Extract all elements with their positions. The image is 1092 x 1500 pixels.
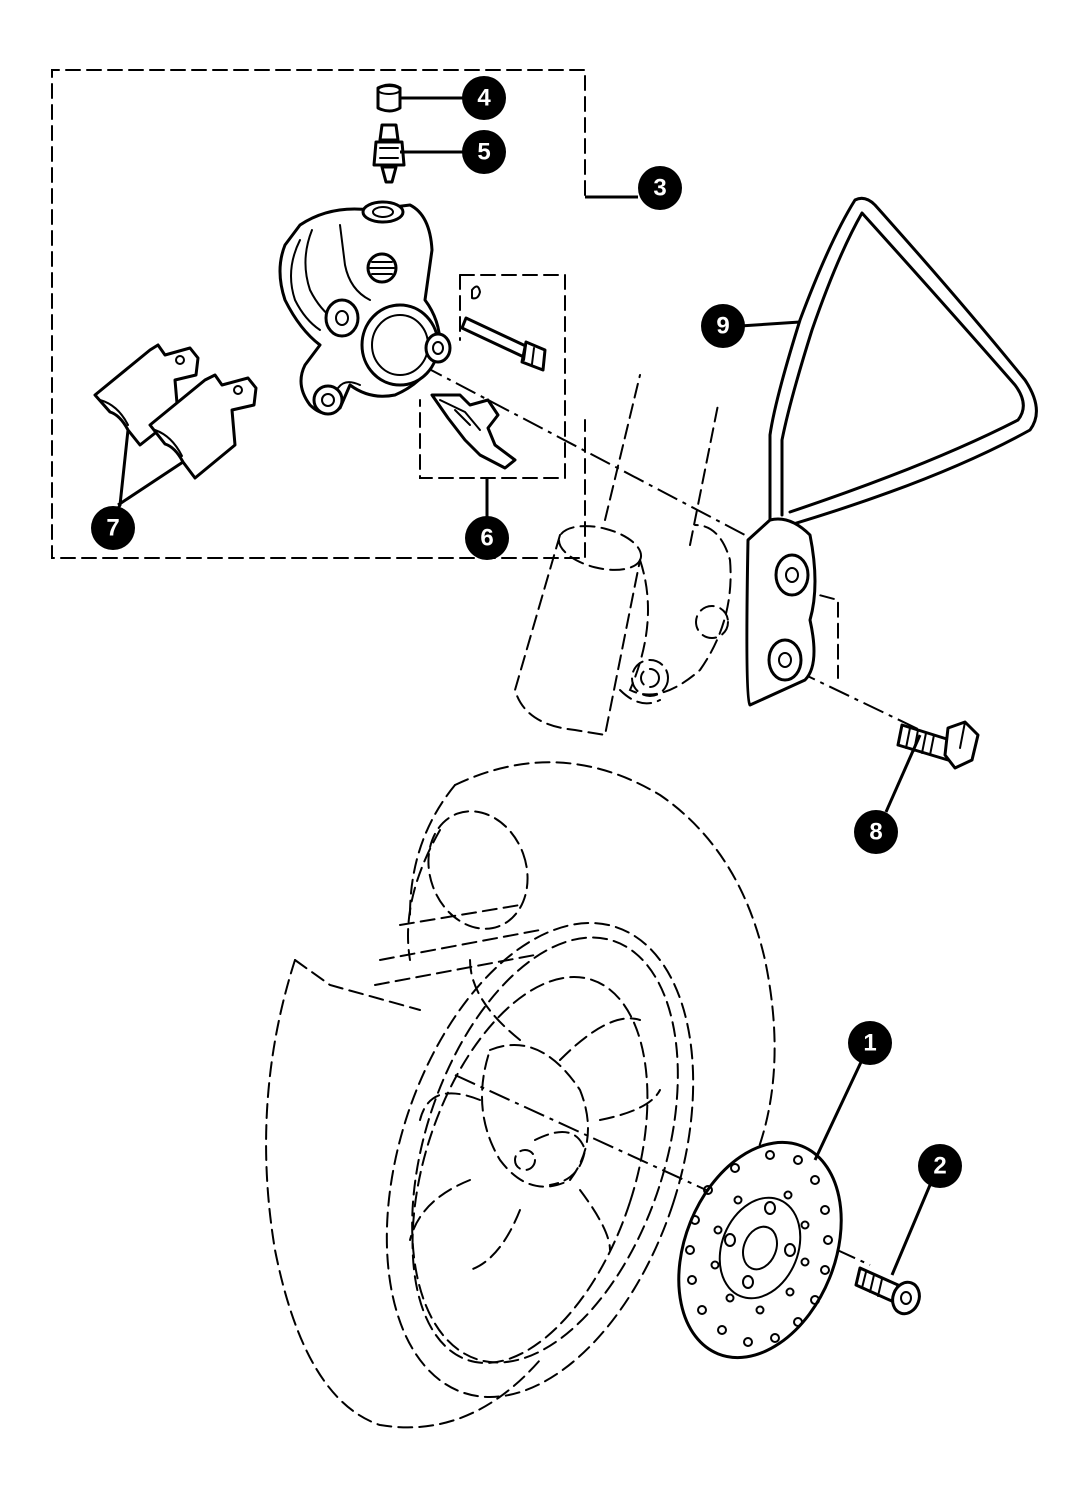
callout-4: 4	[462, 76, 506, 120]
caliper-pin	[460, 316, 547, 372]
callout-5: 5	[462, 130, 506, 174]
callout-1: 1	[848, 1021, 892, 1065]
callout-4-label: 4	[477, 85, 491, 112]
callout-7: 7	[91, 506, 135, 550]
callout-6-label: 6	[480, 525, 493, 552]
callout-7-label: 7	[106, 515, 119, 542]
callout-8: 8	[854, 810, 898, 854]
assembly-axis-lines	[354, 329, 921, 1266]
callout-2: 2	[918, 1144, 962, 1188]
brake-disc	[677, 1140, 843, 1360]
front-wheel	[265, 761, 776, 1429]
callout-3: 3	[638, 166, 682, 210]
bleed-valve	[372, 123, 406, 184]
callout-9: 9	[701, 304, 745, 348]
callout-1-label: 1	[863, 1030, 876, 1057]
brake-caliper	[278, 200, 452, 416]
leader-lines	[111, 96, 932, 1276]
callout-9-label: 9	[716, 313, 729, 340]
callout-2-label: 2	[933, 1153, 946, 1180]
callout-8-label: 8	[869, 819, 882, 846]
bleed-cap	[376, 83, 402, 113]
pad-spring	[430, 393, 517, 470]
pad-spring-box	[419, 274, 566, 479]
brake-hose-guard-bracket	[745, 196, 1038, 707]
callout-5-label: 5	[477, 139, 490, 166]
disc-bolt	[854, 1266, 921, 1316]
bracket-bolt	[896, 720, 980, 770]
disc-holes	[685, 1150, 833, 1347]
fork-leg	[513, 374, 732, 737]
callout-3-label: 3	[653, 175, 666, 202]
callout-6: 6	[465, 516, 509, 560]
brake-pads	[93, 343, 258, 480]
caliper-assembly-box	[51, 69, 586, 559]
